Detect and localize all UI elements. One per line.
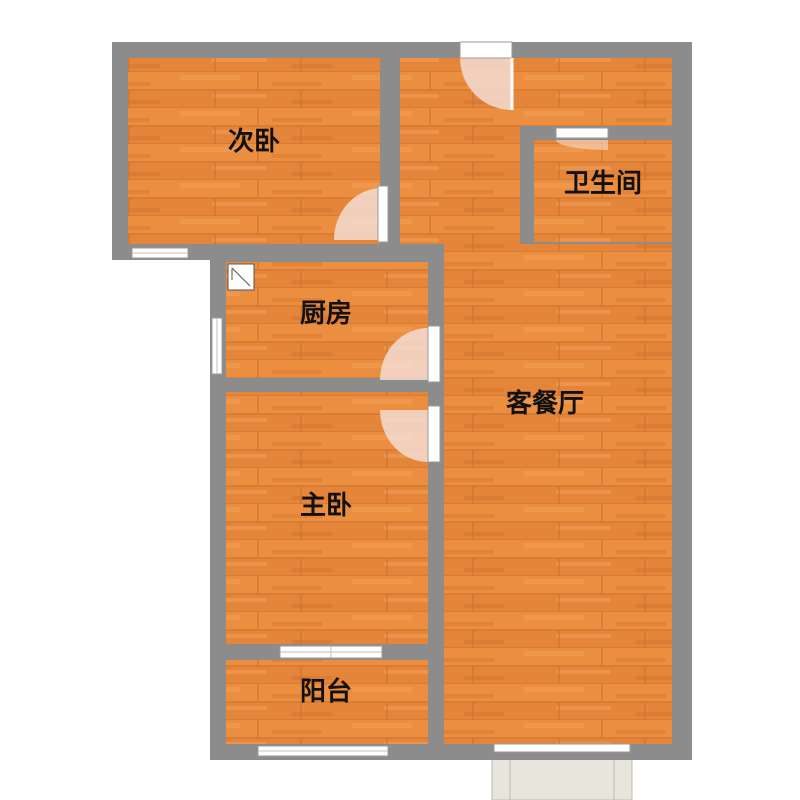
label-kitchen: 厨房 bbox=[300, 299, 352, 329]
bathroom-door-frame bbox=[555, 127, 609, 139]
label-master-bedroom: 主卧 bbox=[300, 491, 352, 521]
entrance-door-frame bbox=[459, 41, 513, 59]
windows bbox=[131, 247, 631, 757]
label-living-dining: 客餐厅 bbox=[506, 388, 584, 419]
floors bbox=[128, 58, 672, 744]
label-bathroom: 卫生间 bbox=[564, 169, 642, 199]
floor-bathroom bbox=[534, 140, 672, 242]
second-bedroom-door-arc bbox=[334, 188, 380, 240]
floor-living-upper bbox=[400, 58, 672, 126]
entrance-door-arc bbox=[460, 58, 512, 110]
kitchen-door-leaf bbox=[427, 325, 441, 383]
label-second-bedroom: 次卧 bbox=[228, 127, 280, 157]
floor-balcony bbox=[226, 660, 428, 744]
window-living-bottom bbox=[493, 743, 631, 753]
floor-living-corridor bbox=[400, 126, 520, 244]
floor-living-main bbox=[444, 244, 672, 256]
floor-second-bedroom bbox=[128, 58, 380, 244]
bathroom-door-arc bbox=[556, 140, 608, 150]
label-balcony: 阳台 bbox=[300, 676, 352, 707]
room-labels: 次卧 卫生间 厨房 客餐厅 主卧 阳台 bbox=[228, 127, 642, 707]
floor-living-main bbox=[444, 256, 672, 744]
master-bedroom-door-arc bbox=[380, 410, 428, 462]
master-bedroom-door-leaf bbox=[427, 405, 441, 463]
kitchen-door-arc bbox=[380, 328, 428, 380]
flue-icon bbox=[227, 263, 255, 291]
second-bedroom-door-leaf bbox=[377, 185, 389, 243]
doors bbox=[334, 41, 609, 463]
